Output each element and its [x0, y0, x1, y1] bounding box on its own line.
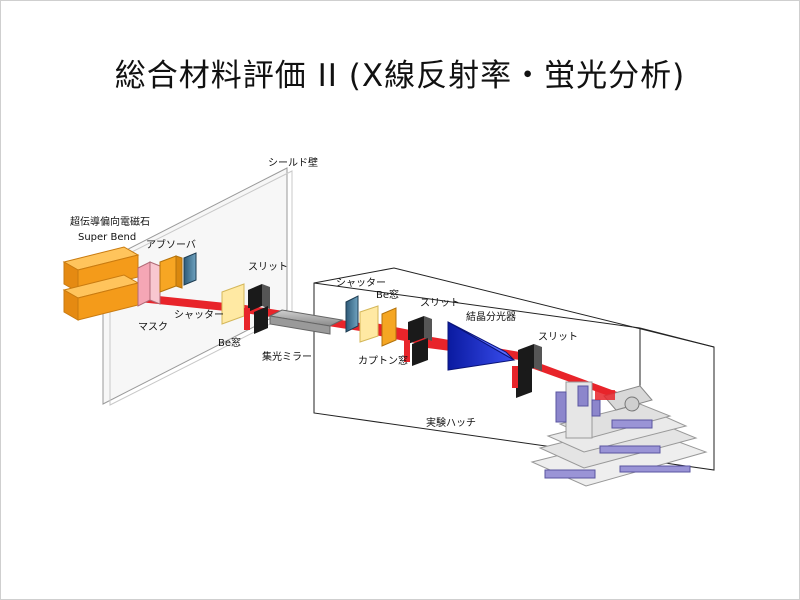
label-shield-wall: シールド壁: [268, 156, 318, 169]
absorber-block: [159, 255, 183, 293]
label-shutter-2: シャッター: [336, 277, 386, 289]
label-shutter-1: シャッター: [174, 309, 224, 321]
label-be-window-2: Be窓: [376, 288, 399, 301]
superbend-magnet: [62, 246, 140, 321]
label-absorber: アブソーバ: [146, 238, 196, 251]
be-window-2: [359, 305, 379, 343]
slide-title: 総合材料評価 II (X線反射率・蛍光分析): [114, 58, 686, 94]
focusing-mirror: [268, 309, 344, 335]
label-kapton-window: カプトン窓: [358, 354, 408, 367]
slit-2: [404, 316, 432, 366]
label-be-window-1: Be窓: [218, 336, 241, 349]
kapton-window: [381, 307, 397, 347]
slit-1: [244, 284, 270, 334]
label-mask: マスク: [138, 321, 168, 333]
slit-3: [512, 344, 542, 398]
label-slit-2: スリット: [420, 298, 460, 309]
label-slit-1: スリット: [248, 262, 288, 273]
mask-block: [137, 261, 161, 307]
blue-block-1: [183, 252, 197, 286]
crystal-monochromator: [447, 321, 516, 371]
label-magnet-jp: 超伝導偏向電磁石: [70, 215, 150, 228]
diffractometer: [530, 381, 708, 487]
hutch-box: [313, 267, 715, 471]
label-mirror: 集光ミラー: [262, 350, 312, 363]
label-hutch: 実験ハッチ: [426, 416, 476, 429]
label-magnet-en: Super Bend: [78, 232, 136, 243]
label-monochromator: 結晶分光器: [466, 310, 516, 323]
label-slit-3: スリット: [538, 332, 578, 343]
shutter-2: [345, 295, 359, 333]
